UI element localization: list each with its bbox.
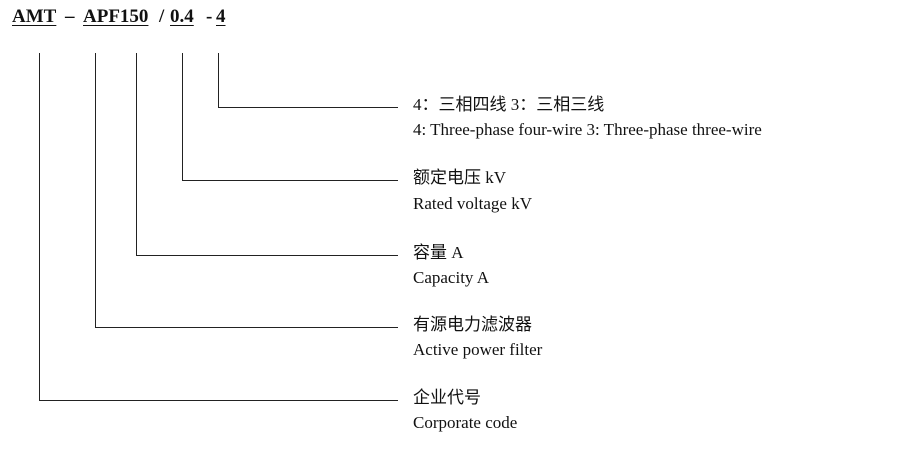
code-separator-dash: – bbox=[65, 6, 75, 27]
label-corporate-en: Corporate code bbox=[413, 413, 518, 432]
label-wiring-cn: 4：三相四线 3：三相三线 bbox=[413, 95, 605, 114]
leader-product-vertical bbox=[95, 53, 96, 328]
code-separator-slash: / bbox=[159, 6, 165, 27]
label-capacity-cn: 容量 A bbox=[413, 243, 464, 262]
label-capacity-en: Capacity A bbox=[413, 268, 490, 287]
leader-voltage-horizontal bbox=[182, 180, 398, 181]
label-product-cn: 有源电力滤波器 bbox=[413, 315, 532, 334]
leader-capacity-vertical bbox=[136, 53, 137, 256]
label-voltage-en: Rated voltage kV bbox=[413, 194, 532, 213]
leader-wiring-horizontal bbox=[218, 107, 398, 108]
code-segment-wiring: 4 bbox=[216, 6, 226, 27]
leader-product-horizontal bbox=[95, 327, 398, 328]
leader-wiring-vertical bbox=[218, 53, 219, 108]
leader-capacity-horizontal bbox=[136, 255, 398, 256]
leader-corporate-horizontal bbox=[39, 400, 398, 401]
leader-corporate-vertical bbox=[39, 53, 40, 401]
code-segment-voltage: 0.4 bbox=[170, 6, 194, 27]
code-segment-amt: AMT bbox=[12, 6, 57, 27]
label-wiring-en: 4: Three-phase four-wire 3: Three-phase … bbox=[413, 120, 762, 139]
label-product-en: Active power filter bbox=[413, 340, 543, 359]
label-voltage-cn: 额定电压 kV bbox=[413, 168, 507, 187]
code-separator-hyphen: - bbox=[206, 6, 213, 27]
leader-voltage-vertical bbox=[182, 53, 183, 181]
code-segment-apf150: APF150 bbox=[83, 6, 149, 27]
label-corporate-cn: 企业代号 bbox=[413, 388, 481, 407]
